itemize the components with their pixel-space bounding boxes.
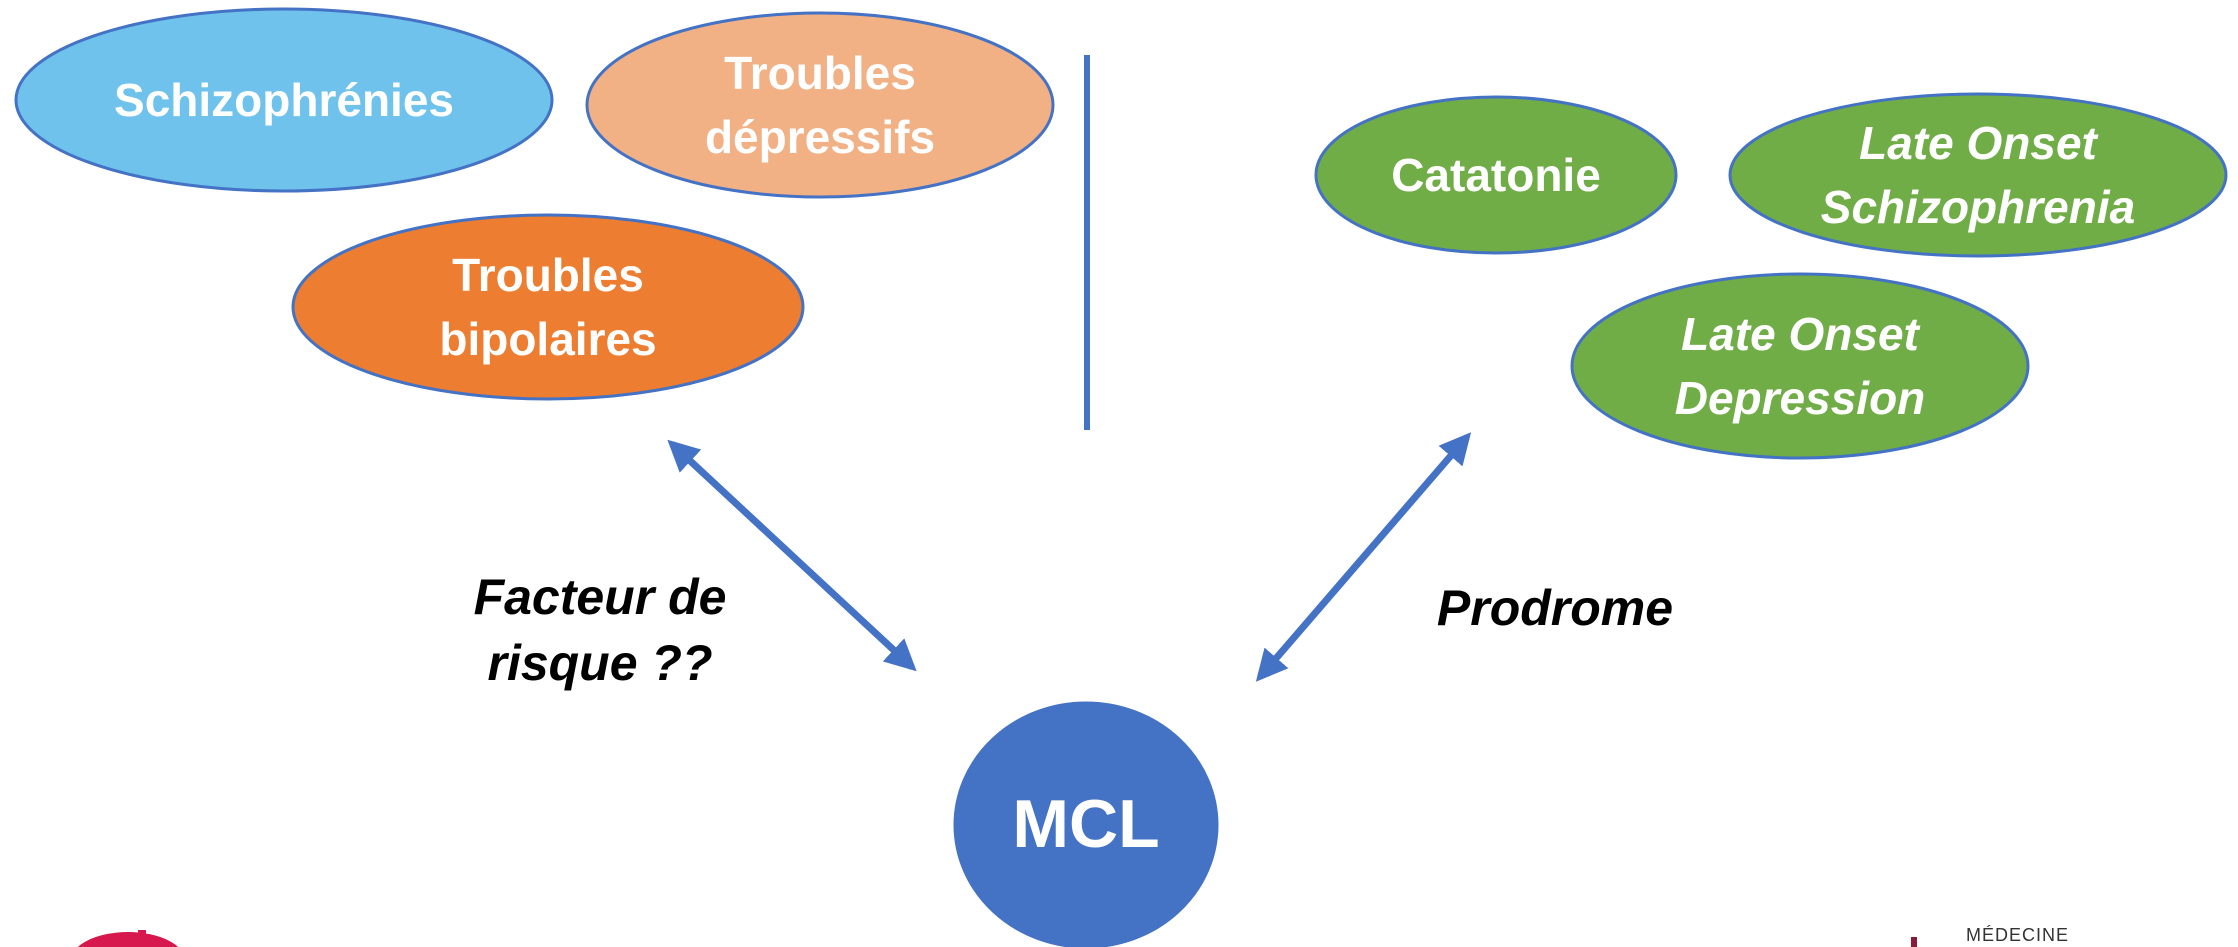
arrow-prodrome — [1255, 432, 1472, 682]
late-onset-schizophrenia-ellipse — [1728, 92, 2228, 258]
left-logo — [77, 930, 179, 947]
right-logo-mark — [1911, 937, 1917, 947]
medecine-logo-text: MÉDECINE — [1966, 925, 2070, 945]
left-logo-shape — [77, 932, 179, 947]
schizophrenies-ellipse — [14, 7, 554, 193]
facteur-de-risque-label: Facteur de risque ?? — [430, 564, 770, 696]
troubles-bipolaires-ellipse — [291, 213, 805, 401]
arrow-risk-factor — [667, 439, 917, 672]
mcl-ellipse — [953, 701, 1219, 947]
troubles-depressifs-ellipse — [585, 11, 1055, 199]
facteur-de-risque-label-line-1: Facteur de — [473, 569, 727, 625]
facteur-de-risque-label-line-2: risque ?? — [487, 635, 713, 691]
late-onset-depression-ellipse — [1570, 272, 2030, 460]
left-logo-cross — [138, 930, 146, 947]
prodrome-label-line-1: Prodrome — [1436, 580, 1674, 636]
prodrome-label: Prodrome — [1400, 575, 1710, 641]
catatonie-ellipse — [1314, 95, 1678, 255]
